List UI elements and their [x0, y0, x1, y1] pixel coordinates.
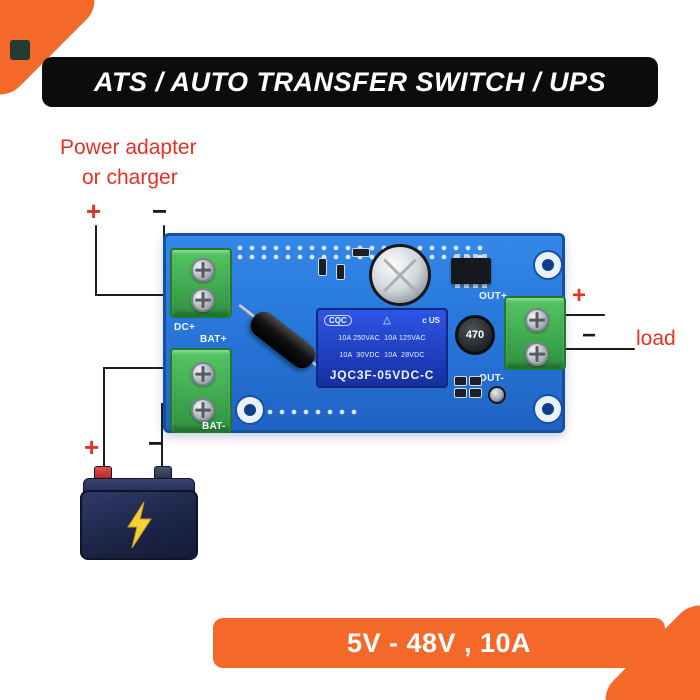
mounting-hole-top-right — [535, 252, 561, 278]
adapter-plus-sign: + — [86, 196, 102, 226]
spec-banner: 5V - 48V , 10A — [213, 618, 665, 668]
smd-component — [469, 388, 482, 398]
pcb-board: DC+ BAT+ BAT- OUT+ OUT- CQC △ c US 10A 2… — [163, 233, 566, 433]
relay-rating-line2: 10A 30VDC 10A 28VDC — [339, 351, 425, 359]
relay-cert-ul: c US — [422, 316, 440, 325]
load-label: load — [636, 327, 676, 350]
pin-header-dots-bottom — [242, 408, 362, 418]
terminal-screw — [191, 258, 215, 282]
inductor-value: 470 — [465, 329, 485, 341]
load-plus-sign: + — [572, 282, 587, 309]
ic-body — [451, 258, 491, 284]
silkscreen-dc-plus: DC+ — [174, 322, 196, 333]
title-banner-label: ATS / AUTO TRANSFER SWITCH / UPS — [93, 66, 606, 97]
ic-pins — [455, 283, 487, 288]
terminal-screw — [191, 362, 215, 386]
smd-component — [454, 376, 467, 386]
wire-adapter-positive — [95, 225, 173, 296]
silkscreen-bat-minus: BAT- — [202, 421, 226, 432]
terminal-screw — [191, 288, 215, 312]
battery-body — [80, 490, 198, 560]
small-capacitor — [488, 386, 506, 404]
terminal-screw — [525, 342, 549, 366]
relay-model: JQC3F-05VDC-C — [329, 367, 435, 382]
silkscreen-out-minus: OUT- — [479, 373, 505, 384]
smd-component — [336, 264, 345, 280]
battery-plus-sign: + — [84, 432, 100, 462]
smd-component — [318, 258, 327, 276]
relay-cert-triangle-icon: △ — [383, 315, 391, 326]
lightning-bolt-icon — [127, 501, 152, 549]
terminal-screw — [525, 308, 549, 332]
battery-minus-sign: − — [148, 428, 164, 458]
adapter-minus-sign: − — [152, 196, 168, 226]
ic-pins — [455, 254, 487, 259]
relay-cert-cqc: CQC — [324, 315, 352, 326]
dc-terminal-block — [170, 248, 232, 318]
title-banner: ATS / AUTO TRANSFER SWITCH / UPS — [42, 57, 658, 107]
battery-illustration — [80, 462, 198, 562]
corner-accent-square — [10, 40, 30, 60]
diode — [245, 306, 321, 374]
ic-chip — [451, 254, 491, 288]
power-adapter-label-line2: or charger — [82, 166, 178, 189]
bat-terminal-block — [170, 348, 232, 433]
relay-cert-row: CQC △ c US — [324, 315, 440, 326]
load-minus-sign: − — [582, 322, 597, 349]
wire-battery-positive — [103, 367, 173, 471]
relay: CQC △ c US 10A 250VAC 10A 125VAC 10A 30V… — [316, 308, 448, 388]
out-terminal-block — [504, 296, 566, 370]
mounting-hole-bottom-left — [237, 397, 263, 423]
silkscreen-bat-plus: BAT+ — [200, 334, 227, 345]
electrolytic-capacitor — [369, 244, 431, 306]
mounting-hole-bottom-right — [535, 396, 561, 422]
smd-component — [454, 388, 467, 398]
power-adapter-label-line1: Power adapter — [60, 136, 197, 159]
smd-component — [469, 376, 482, 386]
silkscreen-out-plus: OUT+ — [479, 291, 508, 302]
smd-component — [352, 248, 370, 257]
spec-banner-label: 5V - 48V , 10A — [346, 627, 532, 658]
inductor: 470 — [455, 315, 495, 355]
terminal-screw — [191, 398, 215, 422]
relay-rating-line1: 10A 250VAC 10A 125VAC — [338, 335, 426, 343]
